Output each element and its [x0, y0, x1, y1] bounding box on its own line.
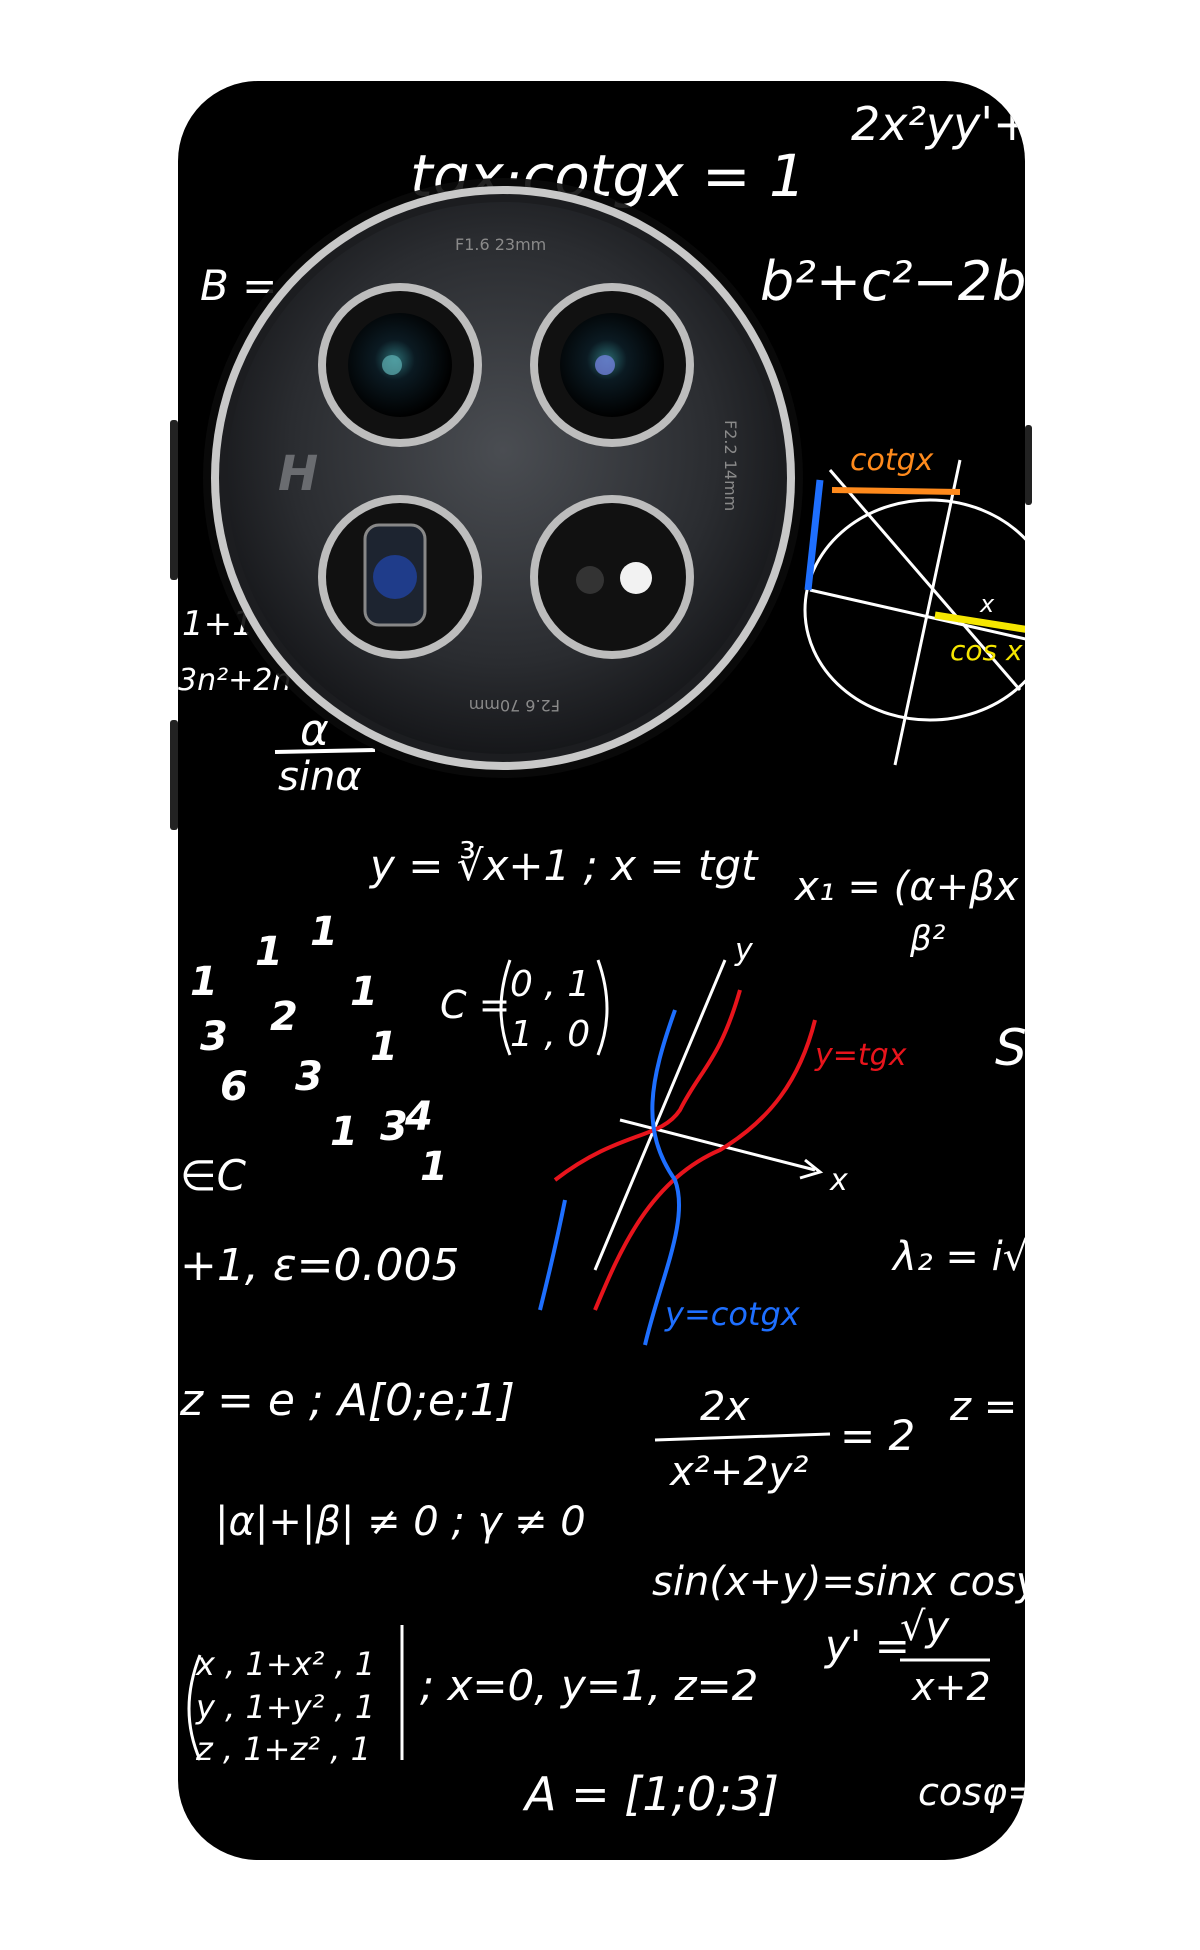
number: 1	[350, 969, 378, 1015]
aperture-label: F1.6 23mm	[455, 235, 546, 254]
number: 4	[404, 1094, 433, 1140]
math-text: z , 1+z² , 1	[195, 1730, 371, 1768]
number: 3	[295, 1054, 323, 1100]
math-text: β²	[909, 919, 946, 959]
math-text: sinα	[278, 754, 362, 800]
math-text: x	[829, 1163, 848, 1198]
math-text: z =	[949, 1384, 1017, 1430]
number: 3	[200, 1014, 228, 1060]
aperture-label: F2.6 70mm	[469, 696, 560, 715]
number: 1	[420, 1144, 448, 1190]
trig-circle-diagram: cotgx cos x x	[803, 443, 1025, 766]
math-text: y' =	[823, 1621, 910, 1670]
number: 1	[370, 1024, 398, 1070]
math-text: = 2	[840, 1411, 915, 1460]
side-button-right	[1025, 425, 1032, 505]
math-text: cotgx	[850, 443, 934, 478]
number: 1	[310, 909, 338, 955]
math-text: cosφ=	[918, 1770, 1039, 1814]
math-text: x²+2y²	[668, 1449, 808, 1495]
flash-sensor	[530, 495, 694, 659]
tg-cotg-graph: y=tgx y=cotgx x y	[538, 933, 907, 1346]
math-text: x	[979, 590, 995, 618]
lens-top-right	[530, 283, 694, 447]
math-text: b²+c²−2b	[760, 250, 1026, 313]
math-text: y , 1+y² , 1	[195, 1688, 375, 1726]
camera-module: F1.6 23mm F2.2 14mm F2.6 70mm H	[203, 178, 803, 778]
math-text: ∈C	[180, 1151, 247, 1200]
math-print: tgx·cotgx = 1 2x²yy'+ B = b²+c²−2b 1+1 3…	[178, 97, 1041, 1821]
math-text: x , 1+x² , 1	[195, 1645, 375, 1683]
math-text: 1 , 0	[510, 1014, 590, 1055]
math-text: y=cotgx	[664, 1295, 801, 1333]
math-text: √y	[900, 1604, 950, 1650]
side-button-left-upper	[170, 420, 178, 580]
number: 6	[220, 1064, 248, 1110]
math-text: 0 , 1	[510, 964, 590, 1005]
lens-top-left	[318, 283, 482, 447]
math-text: A = [1;0;3]	[522, 1767, 779, 1821]
number: 1	[255, 929, 283, 975]
number: 1	[190, 959, 218, 1005]
math-text: sin(x+y)=sinx cosy	[652, 1559, 1041, 1605]
math-text: ; x=0, y=1, z=2	[420, 1661, 758, 1710]
math-text: 2x²yy'+	[851, 97, 1032, 151]
math-text: y	[734, 933, 754, 968]
number: 3	[380, 1104, 408, 1150]
math-text: x₁ = (α+βx	[793, 864, 1019, 910]
number: 1	[330, 1109, 358, 1155]
math-text: y = ∛x+1 ; x = tgt	[368, 840, 759, 890]
math-text: y=tgx	[814, 1038, 907, 1073]
math-text: cos x	[950, 634, 1023, 667]
brand-logo: H	[278, 446, 318, 502]
math-text: S	[995, 1019, 1027, 1077]
number: 2	[270, 994, 298, 1040]
math-text: C =	[440, 983, 510, 1027]
math-text: +1, ε=0.005	[180, 1240, 459, 1291]
math-text: z = e ; A[0;e;1]	[179, 1375, 515, 1426]
number-triangle: 1 1 1 1 2 1 3 3 6 3 1 4 1 1	[190, 909, 448, 1190]
side-button-left-lower	[170, 720, 178, 830]
math-text: 2x	[700, 1384, 749, 1430]
math-text: λ₂ = i√	[891, 1234, 1029, 1280]
lens-periscope	[318, 495, 482, 659]
aperture-label: F2.2 14mm	[721, 420, 740, 511]
math-text: x+2	[911, 1665, 991, 1709]
math-text: |α|+|β| ≠ 0 ; γ ≠ 0	[215, 1499, 586, 1545]
